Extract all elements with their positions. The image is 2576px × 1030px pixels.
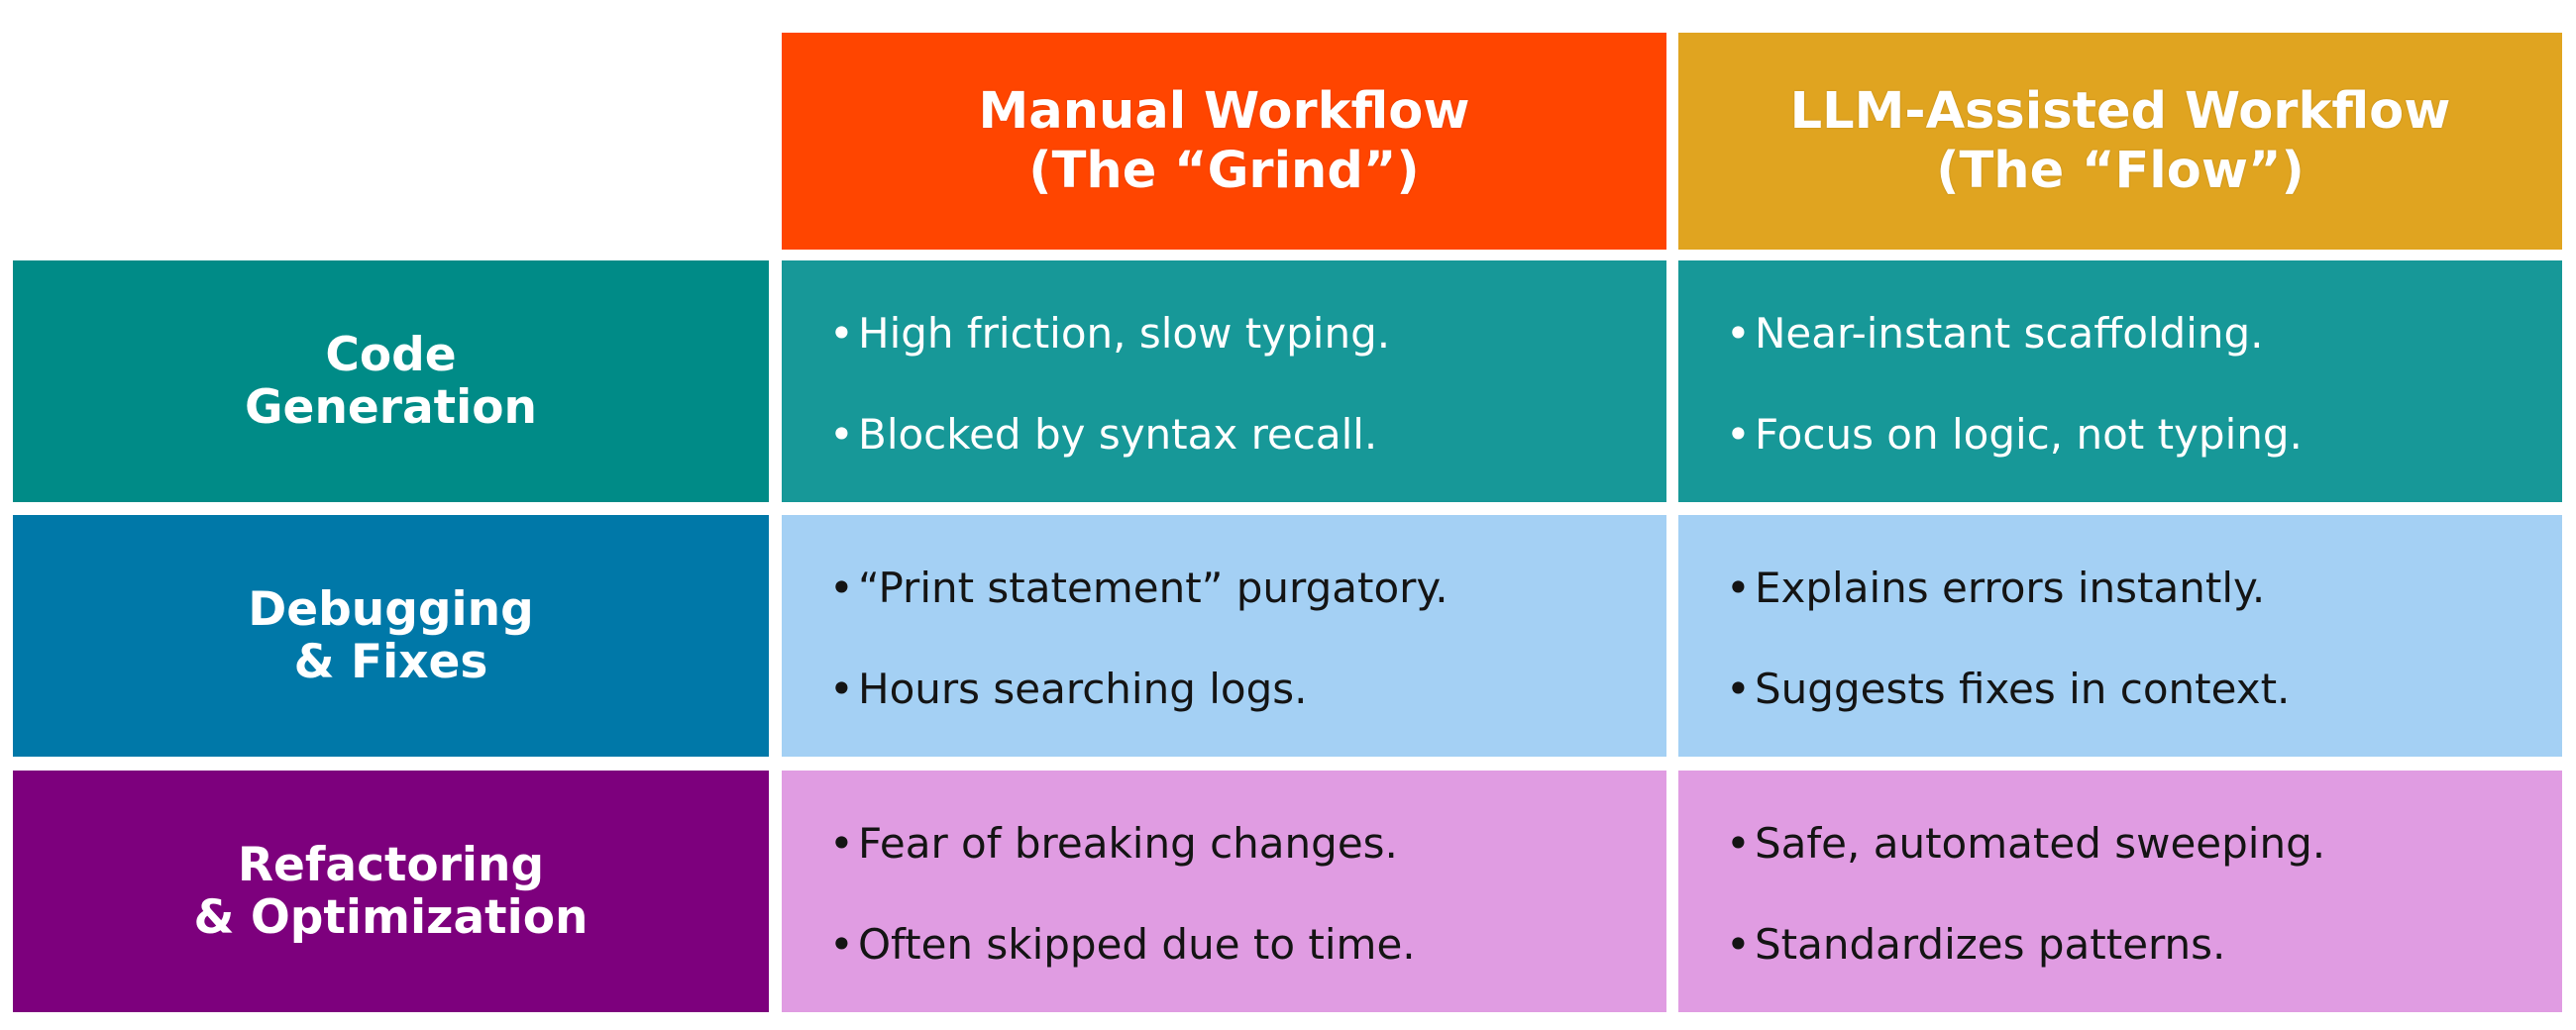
header-manual-workflow: Manual Workflow (The “Grind”) [782, 33, 1666, 250]
bullet-item: •Suggests fixes in context. [1726, 665, 2290, 714]
bullet-text: Standardizes patterns. [1755, 920, 2226, 969]
bullet-icon: • [1726, 920, 1751, 969]
bullet-icon: • [1726, 564, 1751, 612]
bullet-text: Explains errors instantly. [1755, 564, 2266, 612]
row-label-line2: & Fixes [293, 635, 488, 689]
bullet-item: •Near-instant scaffolding. [1726, 309, 2264, 359]
bullet-item: •Focus on logic, not typing. [1726, 410, 2303, 460]
bullet-icon: • [1726, 410, 1751, 459]
bullet-item: •Safe, automated sweeping. [1726, 819, 2325, 869]
cell-code-generation-manual: •High friction, slow typing. •Blocked by… [782, 260, 1666, 502]
bullet-text: High friction, slow typing. [858, 309, 1391, 358]
bullet-icon: • [829, 819, 854, 868]
bullet-icon: • [829, 920, 854, 969]
bullet-icon: • [1726, 819, 1751, 868]
bullet-item: •Fear of breaking changes. [829, 819, 1398, 869]
bullet-text: Near-instant scaffolding. [1755, 309, 2264, 358]
header-llm-title: LLM-Assisted Workflow [1789, 81, 2451, 141]
bullet-icon: • [829, 309, 854, 358]
cell-debugging-manual: •“Print statement” purgatory. •Hours sea… [782, 515, 1666, 757]
row-label-debugging-fixes: Debugging & Fixes [13, 515, 769, 757]
header-manual-subtitle: (The “Grind”) [1028, 141, 1420, 200]
bullet-text: Focus on logic, not typing. [1755, 410, 2303, 459]
bullet-text: Blocked by syntax recall. [858, 410, 1378, 459]
bullet-icon: • [1726, 309, 1751, 358]
cell-refactoring-llm: •Safe, automated sweeping. •Standardizes… [1678, 771, 2562, 1012]
row-label-line1: Code [325, 328, 457, 382]
bullet-item: •Standardizes patterns. [1726, 920, 2225, 970]
header-llm-workflow: LLM-Assisted Workflow (The “Flow”) [1678, 33, 2562, 250]
bullet-text: Hours searching logs. [858, 665, 1308, 713]
bullet-item: •Explains errors instantly. [1726, 564, 2265, 613]
header-llm-subtitle: (The “Flow”) [1936, 141, 2305, 200]
row-label-line1: Refactoring [237, 838, 545, 892]
row-label-line1: Debugging [248, 582, 534, 637]
cell-refactoring-manual: •Fear of breaking changes. •Often skippe… [782, 771, 1666, 1012]
bullet-item: •Often skipped due to time. [829, 920, 1416, 970]
bullet-item: •Blocked by syntax recall. [829, 410, 1377, 460]
bullet-item: •High friction, slow typing. [829, 309, 1390, 359]
row-label-line2: & Optimization [193, 890, 589, 945]
row-label-refactoring-optimization: Refactoring & Optimization [13, 771, 769, 1012]
bullet-item: •Hours searching logs. [829, 665, 1307, 714]
bullet-icon: • [829, 564, 854, 612]
cell-code-generation-llm: •Near-instant scaffolding. •Focus on log… [1678, 260, 2562, 502]
bullet-text: Safe, automated sweeping. [1755, 819, 2326, 868]
cell-debugging-llm: •Explains errors instantly. •Suggests fi… [1678, 515, 2562, 757]
bullet-item: •“Print statement” purgatory. [829, 564, 1449, 613]
bullet-text: Suggests fixes in context. [1755, 665, 2291, 713]
header-manual-title: Manual Workflow [978, 81, 1470, 141]
row-label-line2: Generation [244, 380, 537, 435]
bullet-icon: • [1726, 665, 1751, 713]
bullet-text: Often skipped due to time. [858, 920, 1416, 969]
bullet-icon: • [829, 410, 854, 459]
bullet-icon: • [829, 665, 854, 713]
bullet-text: Fear of breaking changes. [858, 819, 1398, 868]
bullet-text: “Print statement” purgatory. [858, 564, 1449, 612]
row-label-code-generation: Code Generation [13, 260, 769, 502]
